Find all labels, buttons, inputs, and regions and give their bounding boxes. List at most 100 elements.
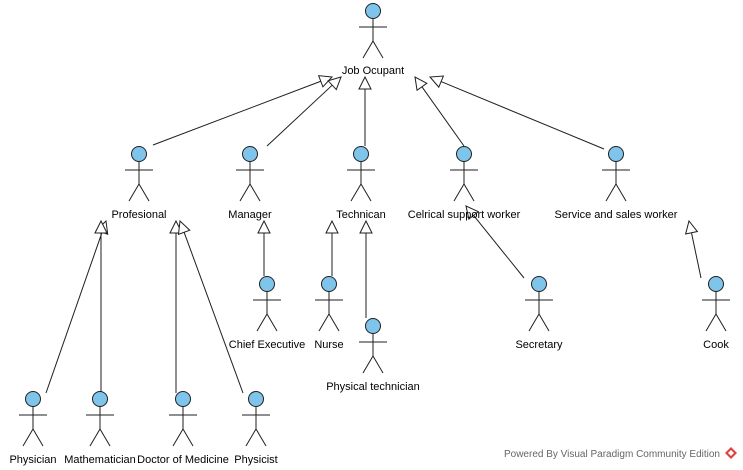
actor-left-leg xyxy=(362,40,374,59)
actor-label: Service and sales worker xyxy=(555,209,678,221)
generalization-arrowhead-icon xyxy=(94,219,108,234)
actor-physicist[interactable]: Physicist xyxy=(234,391,278,467)
visual-paradigm-logo-icon xyxy=(725,447,737,459)
actor-head-icon xyxy=(365,318,381,334)
generalization-arrowhead-icon xyxy=(177,219,191,236)
actor-label: Job Ocupant xyxy=(342,65,404,77)
actor-right-leg xyxy=(99,428,111,447)
generalization-line xyxy=(266,84,333,147)
actor-head-icon xyxy=(248,391,264,407)
actor-right-leg xyxy=(615,183,627,202)
actor-right-leg xyxy=(538,313,550,332)
actor-right-leg xyxy=(255,428,267,447)
actor-head-icon xyxy=(708,276,724,292)
generalization-doctor-prof[interactable] xyxy=(169,219,183,393)
actor-left-leg xyxy=(705,313,717,332)
generalization-secretary-clerical[interactable] xyxy=(465,205,525,279)
actor-head-icon xyxy=(531,276,547,292)
actor-cook[interactable]: Cook xyxy=(702,276,730,352)
actor-math[interactable]: Mathematician xyxy=(64,391,136,467)
generalization-line xyxy=(183,232,244,394)
actor-label: Physician xyxy=(9,454,56,466)
actor-tech[interactable]: Technican xyxy=(336,146,386,222)
actor-left-leg xyxy=(89,428,101,447)
generalization-tech-job[interactable] xyxy=(358,75,372,146)
actor-nurse[interactable]: Nurse xyxy=(314,276,344,352)
actor-head-icon xyxy=(175,391,191,407)
actor-left-leg xyxy=(22,428,34,447)
generalization-arrowhead-icon xyxy=(257,219,271,234)
actor-physician[interactable]: Physician xyxy=(9,391,57,467)
actor-right-leg xyxy=(715,313,727,332)
actor-head-icon xyxy=(353,146,369,162)
generalization-ceo-mgr[interactable] xyxy=(257,219,271,276)
actor-job[interactable]: Job Ocupant xyxy=(342,3,404,78)
actor-head-icon xyxy=(365,3,381,19)
generalization-cook-service[interactable] xyxy=(684,219,702,279)
generalization-phystech-tech[interactable] xyxy=(359,219,373,318)
actor-doctor[interactable]: Doctor of Medicine xyxy=(137,391,229,467)
actor-prof[interactable]: Profesional xyxy=(111,146,167,222)
actor-left-leg xyxy=(128,183,140,202)
actor-head-icon xyxy=(259,276,275,292)
generalization-mgr-job[interactable] xyxy=(266,76,342,147)
generalization-arrowhead-icon xyxy=(465,205,480,221)
generalization-line xyxy=(690,232,702,279)
generalization-nurse-tech[interactable] xyxy=(325,219,339,276)
actor-left-leg xyxy=(350,183,362,202)
actor-left-leg xyxy=(528,313,540,332)
actor-left-leg xyxy=(239,183,251,202)
actor-right-leg xyxy=(266,313,278,332)
actor-label: Technican xyxy=(336,209,386,221)
actor-head-icon xyxy=(92,391,108,407)
actor-label: Manager xyxy=(228,209,272,221)
generalization-clerical-job[interactable] xyxy=(414,76,465,147)
actor-head-icon xyxy=(25,391,41,407)
actor-head-icon xyxy=(608,146,624,162)
generalization-arrowhead-icon xyxy=(684,219,699,235)
actor-service[interactable]: Service and sales worker xyxy=(555,146,678,222)
actor-label: Doctor of Medicine xyxy=(137,454,229,466)
generalization-physicist-prof[interactable] xyxy=(177,219,244,394)
generalization-arrowhead-icon xyxy=(325,219,339,234)
actor-secretary[interactable]: Secretary xyxy=(515,276,563,352)
actor-right-leg xyxy=(32,428,44,447)
generalization-math-prof[interactable] xyxy=(94,219,108,393)
generalization-arrowhead-icon xyxy=(358,75,372,90)
actor-right-leg xyxy=(372,40,384,59)
actor-left-leg xyxy=(318,313,330,332)
actor-label: Cook xyxy=(703,339,729,351)
generalization-line xyxy=(440,81,605,150)
actor-label: Physicist xyxy=(234,454,277,466)
generalization-line xyxy=(421,86,465,147)
generalization-physician-prof[interactable] xyxy=(45,219,109,394)
generalization-prof-job[interactable] xyxy=(152,75,334,146)
actor-ceo[interactable]: Chief Executive xyxy=(229,276,305,352)
actor-head-icon xyxy=(456,146,472,162)
actor-label: Mathematician xyxy=(64,454,136,466)
actor-head-icon xyxy=(242,146,258,162)
actor-right-leg xyxy=(138,183,150,202)
generalization-arrowhead-icon xyxy=(428,75,445,89)
actor-head-icon xyxy=(321,276,337,292)
footer-text: Powered By Visual Paradigm Community Edi… xyxy=(504,449,720,460)
actor-label: Chief Executive xyxy=(229,339,305,351)
actor-label: Physical technician xyxy=(326,381,420,393)
generalization-line xyxy=(152,80,321,146)
generalization-edges xyxy=(45,75,702,394)
actor-label: Celrical support worker xyxy=(408,209,521,221)
actor-clerical[interactable]: Celrical support worker xyxy=(408,146,521,222)
actor-left-leg xyxy=(172,428,184,447)
generalization-service-job[interactable] xyxy=(428,75,605,150)
actor-left-leg xyxy=(362,355,374,374)
footer: Powered By Visual Paradigm Community Edi… xyxy=(504,447,737,460)
actor-head-icon xyxy=(131,146,147,162)
actor-mgr[interactable]: Manager xyxy=(228,146,272,222)
actor-left-leg xyxy=(453,183,465,202)
actor-right-leg xyxy=(182,428,194,447)
actor-right-leg xyxy=(372,355,384,374)
actor-phystech[interactable]: Physical technician xyxy=(326,318,420,394)
